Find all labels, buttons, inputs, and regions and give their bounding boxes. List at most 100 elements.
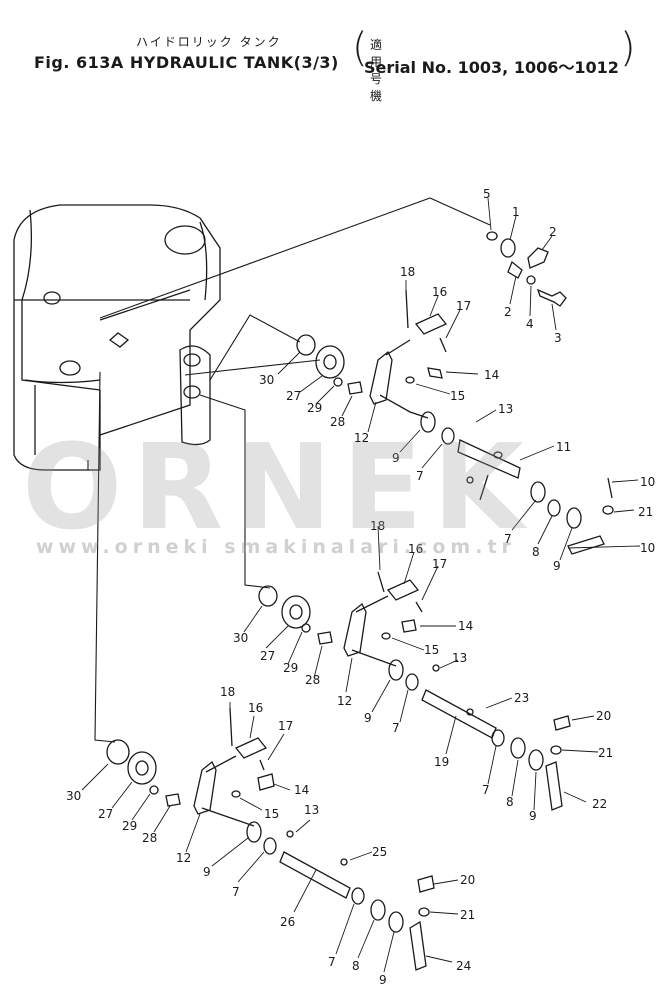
part-label: 7 [416, 469, 424, 483]
part-label: 2 [504, 305, 512, 319]
assembly-bottom [106, 707, 435, 971]
part-label: 10 [640, 475, 655, 489]
assembly-middle [258, 571, 571, 811]
part-7-bush [263, 837, 277, 855]
paren-right: ) [620, 25, 636, 71]
part-12-lever [369, 350, 393, 405]
part-label: 17 [278, 719, 293, 733]
part-12-lever [343, 602, 367, 657]
part-label: 14 [458, 619, 473, 633]
part-label: 14 [484, 368, 499, 382]
link-lines [87, 197, 491, 743]
jp-title: ハイドロリック タンク [136, 35, 282, 49]
part-label: 18 [370, 519, 385, 533]
jp-serial-label: 適用号機 [370, 38, 383, 103]
part-label: 12 [354, 431, 369, 445]
part-label: 27 [286, 389, 301, 403]
part-label: 13 [452, 651, 467, 665]
part-label: 20 [596, 709, 611, 723]
assembly-top [296, 231, 614, 555]
part-label: 12 [337, 694, 352, 708]
part-label: 21 [598, 746, 613, 760]
part-label: 21 [638, 505, 653, 519]
part-label: 3 [554, 331, 562, 345]
part-label: 15 [264, 807, 279, 821]
part-label: 23 [514, 691, 529, 705]
part-label: 16 [248, 701, 263, 715]
part-label: 8 [506, 795, 514, 809]
part-label: 15 [450, 389, 465, 403]
part-27-flange [127, 751, 157, 785]
part-label: 17 [432, 557, 447, 571]
part-label: 4 [526, 317, 534, 331]
hydraulic-tank [13, 204, 221, 471]
part-label: 5 [483, 187, 491, 201]
part-label: 9 [364, 711, 372, 725]
part-11-shaft [457, 439, 521, 479]
part-20-bolt [417, 875, 435, 893]
part-label: 30 [259, 373, 274, 387]
part-label: 22 [592, 797, 607, 811]
part-label: 9 [529, 809, 537, 823]
part-label: 28 [142, 831, 157, 845]
part-7-bush [405, 673, 419, 691]
part-27-flange [315, 345, 345, 379]
part-label: 25 [372, 845, 387, 859]
part-label: 24 [456, 959, 471, 973]
part-5-ring [486, 231, 498, 241]
part-label: 16 [408, 542, 423, 556]
part-label: 8 [532, 545, 540, 559]
part-9-washer [246, 821, 262, 843]
part-9-washer [420, 411, 436, 433]
part-1-washer [500, 238, 516, 258]
part-label: 29 [283, 661, 298, 675]
part-label: 29 [122, 819, 137, 833]
part-label: 7 [504, 532, 512, 546]
part-2-bracket [527, 247, 549, 269]
part-30-oring [296, 334, 316, 356]
part-label: 16 [432, 285, 447, 299]
part-labels: 5 1 2 2 4 3 18 16 17 14 15 13 11 30 27 2… [66, 187, 655, 987]
part-label: 28 [305, 673, 320, 687]
part-label: 7 [328, 955, 336, 969]
part-label: 11 [556, 440, 571, 454]
part-label: 14 [294, 783, 309, 797]
part-label: 20 [460, 873, 475, 887]
part-label: 13 [498, 402, 513, 416]
part-label: 9 [392, 451, 400, 465]
part-24-arm [409, 920, 427, 971]
part-label: 9 [379, 973, 387, 987]
part-label: 27 [260, 649, 275, 663]
part-label: 7 [232, 885, 240, 899]
part-label: 29 [307, 401, 322, 415]
part-label: 17 [456, 299, 471, 313]
part-label: 21 [460, 908, 475, 922]
part-label: 13 [304, 803, 319, 817]
part-label: 8 [352, 959, 360, 973]
part-19-shaft [421, 689, 497, 739]
part-26-shaft [279, 851, 351, 899]
part-22-arm [545, 761, 563, 811]
part-30-oring [106, 739, 130, 765]
paren-left: ( [352, 25, 368, 71]
part-9-washer [388, 659, 404, 681]
part-label: 27 [98, 807, 113, 821]
part-label: 1 [512, 205, 520, 219]
part-3-bolt [536, 288, 567, 307]
part-10-arm [567, 535, 605, 555]
part-label: 7 [482, 783, 490, 797]
part-label: 9 [553, 559, 561, 573]
part-label: 18 [400, 265, 415, 279]
part-label: 10 [640, 541, 655, 555]
part-27-flange [281, 595, 311, 629]
part-label: 2 [549, 225, 557, 239]
part-12-lever [193, 760, 217, 815]
part-label: 26 [280, 915, 295, 929]
part-16-clamp [234, 737, 268, 759]
part-30-oring [258, 585, 278, 607]
part-label: 9 [203, 865, 211, 879]
part-label: 7 [392, 721, 400, 735]
figure-title: Fig. 613A HYDRAULIC TANK(3/3) [34, 53, 339, 72]
